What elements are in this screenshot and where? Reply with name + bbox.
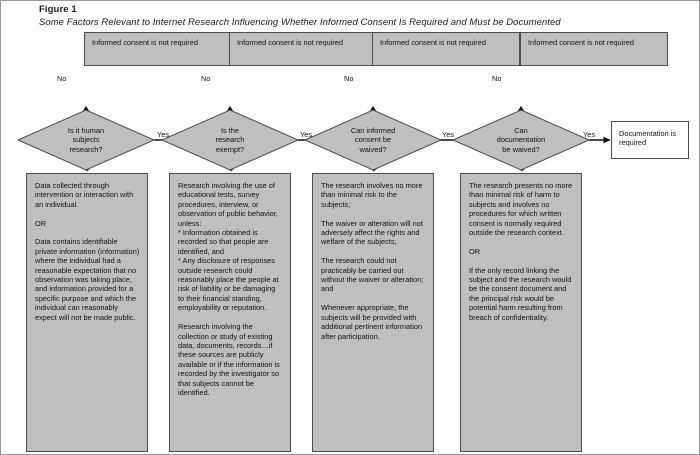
figure-label: Figure 1 <box>39 4 77 15</box>
outcome-box-3: Informed consent is not required <box>372 32 520 66</box>
edge-label-yes-2: Yes <box>300 130 313 139</box>
edge-label-no-2: No <box>201 74 211 83</box>
documentation-required-box: Documentation is required <box>611 121 689 159</box>
decision-human-subjects: Is it human subjects research? <box>17 109 155 171</box>
criteria-box-documentation-waiver-text: The research presents no more than minim… <box>469 181 573 322</box>
criteria-box-human-subjects-text: Data collected through intervention or i… <box>35 181 140 322</box>
outcome-box-2-text: Informed consent is not required <box>237 38 343 47</box>
outcome-box-4-text: Informed consent is not required <box>528 38 634 47</box>
outcome-box-3-text: Informed consent is not required <box>380 38 486 47</box>
outcome-box-1: Informed consent is not required <box>84 32 232 66</box>
decision-consent-waived: Can informed consent be waived? <box>304 109 442 171</box>
documentation-required-text: Documentation is required <box>619 129 679 148</box>
edge-label-no-4: No <box>492 74 502 83</box>
figure-subtitle: Some Factors Relevant to Internet Resear… <box>39 17 561 28</box>
criteria-box-documentation-waiver: The research presents no more than minim… <box>460 173 582 452</box>
outcome-box-4: Informed consent is not required <box>520 32 668 66</box>
edge-label-no-3: No <box>344 74 354 83</box>
edge-label-yes-4: Yes <box>583 130 596 139</box>
edge-label-yes-1: Yes <box>157 130 170 139</box>
criteria-box-exempt: Research involving the use of educationa… <box>169 173 291 452</box>
outcome-box-2: Informed consent is not required <box>229 32 377 66</box>
decision-exempt: Is the research exempt? <box>161 109 299 171</box>
criteria-box-human-subjects: Data collected through intervention or i… <box>26 173 148 452</box>
edge-label-yes-3: Yes <box>442 130 455 139</box>
decision-documentation-waived: Can documentation be waived? <box>452 109 590 171</box>
criteria-box-consent-waiver: The research involves no more than minim… <box>312 173 434 452</box>
figure-caption: Figure 1 Some Factors Relevant to Intern… <box>39 4 679 29</box>
criteria-box-consent-waiver-text: The research involves no more than minim… <box>321 181 424 341</box>
edge-label-no-1: No <box>57 74 67 83</box>
outcome-box-1-text: Informed consent is not required <box>92 38 198 47</box>
criteria-box-exempt-text: Research involving the use of educationa… <box>178 181 280 397</box>
